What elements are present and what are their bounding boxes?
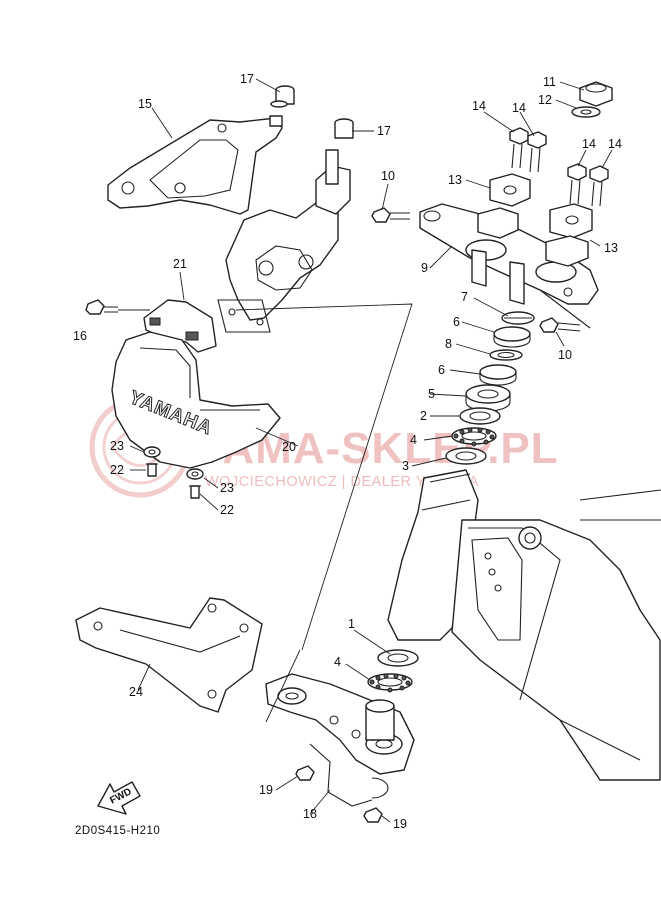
callout-3: 3: [402, 459, 409, 473]
lock-washer-7: [501, 311, 535, 325]
callout-4-lower: 4: [334, 655, 341, 669]
callout-19-right: 19: [393, 817, 407, 831]
screw-19-right: [363, 807, 383, 823]
callout-19-left: 19: [259, 783, 273, 797]
drawing-code: 2D0S415-H210: [75, 825, 160, 837]
callout-17-left: 17: [240, 72, 254, 86]
under-bracket: [265, 673, 415, 775]
bolt-14-a: [509, 127, 529, 169]
collar-17-left: [270, 85, 295, 108]
ring-nut-6-upper: [493, 326, 531, 348]
callout-20: 20: [282, 440, 296, 454]
callout-13-b: 13: [604, 241, 618, 255]
callout-6-upper: 6: [453, 315, 460, 329]
callout-8: 8: [445, 337, 452, 351]
callout-10-lower: 10: [558, 348, 572, 362]
headlight-bracket-15: [107, 115, 283, 215]
screw-22-right: [189, 485, 201, 499]
washer-23-right: [186, 468, 204, 480]
cover-ball-race-5: [465, 384, 511, 412]
callout-24: 24: [129, 685, 143, 699]
leader-lines: [118, 78, 613, 823]
callout-14-d: 14: [608, 137, 622, 151]
bearing-4-lower: [367, 673, 413, 693]
callout-labels: 17 15 17 11 12 14 14 14 14 13 10 13 9 21…: [73, 72, 622, 831]
bracket-24: [75, 597, 263, 713]
screw-22-left: [146, 463, 158, 477]
callout-6-lower: 6: [438, 363, 445, 377]
callout-13-a: 13: [448, 173, 462, 187]
callout-15: 15: [138, 97, 152, 111]
headlight-bracket-right: [217, 149, 351, 333]
callout-16: 16: [73, 329, 87, 343]
ball-race-3: [445, 447, 487, 465]
handlebar-holder-13-right: [545, 203, 593, 267]
bearing-4-upper: [451, 427, 497, 447]
watermark-sub-text: WOJCIECHOWICZ | DEALER YAMAHA: [205, 474, 479, 490]
washer-12: [571, 106, 601, 118]
callout-14-a: 14: [472, 99, 486, 113]
ring-nut-6-lower: [479, 364, 517, 386]
callout-1: 1: [348, 617, 355, 631]
assembly-guide-lines: [235, 303, 413, 723]
forward-arrow-icon: FWD: [97, 781, 141, 815]
ball-race-1: [377, 649, 419, 667]
handlebar-holder-13-left: [477, 173, 531, 239]
rubber-washer-8: [489, 349, 523, 361]
callout-10-upper: 10: [381, 169, 395, 183]
bolt-14-c: [567, 163, 587, 205]
callout-5: 5: [428, 387, 435, 401]
callout-9: 9: [421, 261, 428, 275]
ball-race-2: [459, 407, 501, 425]
callout-4-upper: 4: [410, 433, 417, 447]
callout-11: 11: [543, 75, 556, 89]
nut-11: [579, 81, 613, 107]
callout-2: 2: [420, 409, 427, 423]
callout-22-right: 22: [220, 503, 234, 517]
pinch-bolt-10-upper: [371, 207, 410, 223]
washer-23-left: [143, 446, 161, 458]
callout-17-right: 17: [377, 124, 391, 138]
callout-18: 18: [303, 807, 317, 821]
bolt-16: [85, 299, 118, 315]
callout-23-left: 23: [110, 439, 124, 453]
callout-22-left: 22: [110, 463, 124, 477]
callout-21: 21: [173, 257, 187, 271]
pinch-bolt-10-lower: [539, 317, 581, 333]
callout-12: 12: [538, 93, 552, 107]
callout-14-b: 14: [512, 101, 526, 115]
bolt-14-d: [589, 165, 609, 207]
bolt-14-b: [527, 131, 547, 173]
callout-23-right: 23: [220, 481, 234, 495]
collar-17-right: [334, 118, 354, 139]
callout-7: 7: [461, 290, 468, 304]
callout-14-c: 14: [582, 137, 596, 151]
frame-head-pipe: [387, 469, 661, 781]
screw-19-left: [295, 765, 315, 781]
